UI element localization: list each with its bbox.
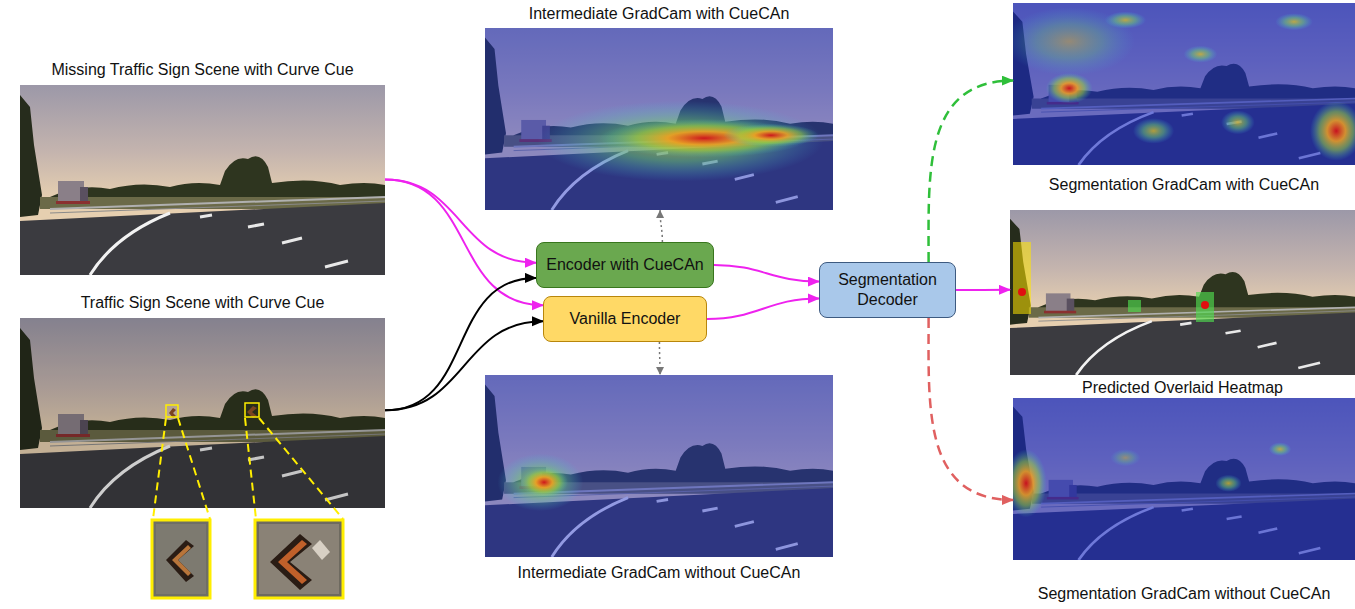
image-caption: Traffic Sign Scene with Curve Cue	[81, 291, 325, 315]
flow-arrow	[660, 210, 662, 242]
scene-image	[1010, 210, 1355, 375]
encoder-box: Vanilla Encoder	[543, 296, 707, 342]
image-caption: Intermediate GradCam with CueCAn	[529, 2, 790, 26]
gradcam-image: Intermediate GradCam with CueCAn	[485, 2, 833, 210]
scene-image: Missing Traffic Sign Scene with Curve Cu…	[20, 58, 385, 275]
flow-arrow	[385, 321, 543, 410]
image-caption: Predicted Overlaid Heatmap	[1082, 376, 1283, 400]
heatmap-image: Predicted Overlaid Heatmap	[1010, 210, 1355, 400]
scene-image	[20, 318, 385, 508]
box-label: Segmentation Decoder	[828, 270, 947, 310]
heatmap-marks	[1013, 242, 1214, 322]
scene-image: Traffic Sign Scene with Curve Cue	[20, 291, 385, 508]
box-label: Vanilla Encoder	[570, 309, 681, 329]
image-caption: Intermediate GradCam without CueCAn	[518, 561, 801, 585]
flow-arrow	[385, 278, 536, 410]
gradcam-image: Intermediate GradCam without CueCAn	[485, 375, 833, 585]
encoder-box: Encoder with CueCAn	[536, 242, 714, 288]
scene-image	[20, 85, 385, 275]
gradcam-image	[1004, 3, 1355, 165]
flow-arrow	[385, 180, 536, 263]
gradcam-image	[485, 375, 833, 557]
flow-arrow	[929, 318, 1013, 500]
image-caption: Segmentation GradCam without CueCAn	[1038, 582, 1331, 606]
gradcam-image	[485, 28, 833, 210]
sign-highlight	[166, 403, 259, 417]
flow-arrow	[707, 298, 819, 319]
gradcam-image	[1006, 398, 1355, 560]
flow-arrow	[714, 265, 819, 282]
image-caption: Missing Traffic Sign Scene with Curve Cu…	[51, 58, 353, 82]
flow-arrow	[385, 180, 543, 306]
flow-arrow	[929, 81, 1013, 262]
gradcam-image: Segmentation GradCam without CueCAn	[1013, 398, 1355, 606]
image-caption: Segmentation GradCam with CueCAn	[1049, 173, 1319, 197]
zoom-leader	[153, 418, 343, 519]
gradcam-image: Segmentation GradCam with CueCAn	[1013, 3, 1355, 197]
flow-arrow	[956, 289, 1010, 291]
flow-arrow	[659, 342, 661, 375]
zoom-inset	[152, 520, 343, 598]
decoder-box: Segmentation Decoder	[819, 262, 956, 318]
box-label: Encoder with CueCAn	[546, 255, 703, 275]
